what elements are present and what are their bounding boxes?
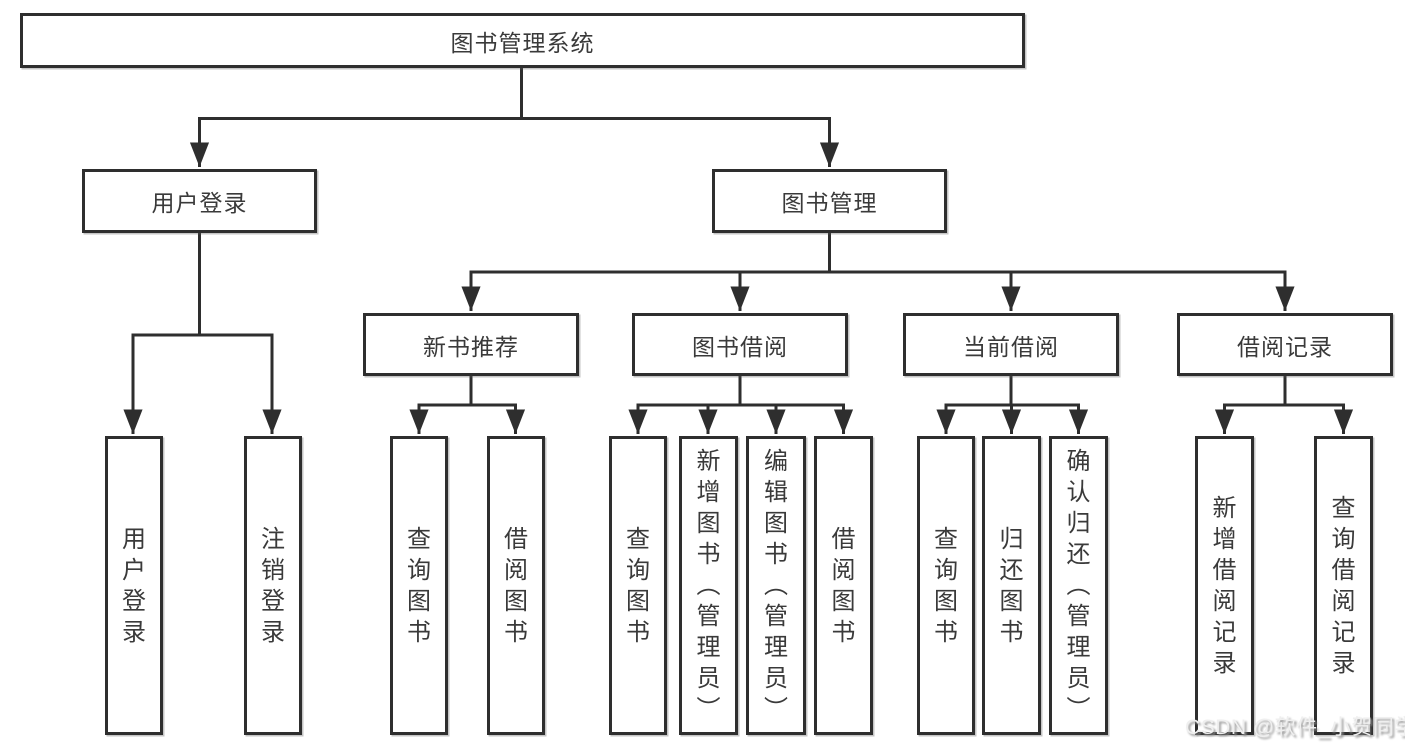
node-current-borrowing: 当前借阅 <box>903 313 1119 376</box>
node-label: 查询借阅记录 <box>1331 494 1356 677</box>
node-label: 查询图书 <box>407 525 431 646</box>
node-label: 编辑图书︵管理员︶ <box>764 448 788 723</box>
node-label: 新增图书︵管理员︶ <box>696 448 721 723</box>
node-label: 借阅图书 <box>504 525 528 646</box>
node-label: 图书借阅 <box>692 333 788 360</box>
node-label: 图书管理系统 <box>450 29 595 56</box>
node-label: 借阅图书 <box>831 525 856 646</box>
node-leaf-user-login: 用户登录 <box>105 436 163 735</box>
node-label: 用户登录 <box>122 525 146 646</box>
node-leaf-query-books-recommend: 查询图书 <box>390 436 448 735</box>
node-leaf-edit-books-admin: 编辑图书︵管理员︶ <box>746 436 806 735</box>
node-library-management-system: 图书管理系统 <box>20 13 1025 68</box>
node-label: 查询图书 <box>934 525 958 646</box>
node-label: 用户登录 <box>151 190 248 216</box>
node-leaf-add-books-admin: 新增图书︵管理员︶ <box>679 436 738 735</box>
node-label: 注销登录 <box>261 525 285 646</box>
node-new-book-recommendation: 新书推荐 <box>363 313 579 376</box>
node-leaf-borrow-books: 借阅图书 <box>814 436 873 735</box>
node-leaf-logout: 注销登录 <box>244 436 302 735</box>
node-leaf-query-borrow-record: 查询借阅记录 <box>1314 436 1373 735</box>
node-label: 归还图书 <box>999 525 1024 646</box>
node-label: 图书管理 <box>781 190 878 216</box>
node-book-borrowing: 图书借阅 <box>632 313 848 376</box>
node-leaf-query-books-current: 查询图书 <box>917 436 975 735</box>
node-label: 查询图书 <box>626 525 650 646</box>
node-label: 新书推荐 <box>423 333 519 360</box>
node-label: 新增借阅记录 <box>1212 494 1237 677</box>
node-borrowing-records: 借阅记录 <box>1177 313 1393 376</box>
node-leaf-return-books: 归还图书 <box>982 436 1041 735</box>
node-leaf-query-books-borrow: 查询图书 <box>609 436 667 735</box>
node-user-login: 用户登录 <box>82 169 317 233</box>
node-label: 确认归还︵管理员︶ <box>1066 448 1091 723</box>
node-label: 借阅记录 <box>1237 333 1333 360</box>
node-leaf-add-borrow-record: 新增借阅记录 <box>1195 436 1254 735</box>
node-leaf-confirm-return-admin: 确认归还︵管理员︶ <box>1049 436 1108 735</box>
node-book-management: 图书管理 <box>712 169 947 233</box>
node-label: 当前借阅 <box>963 333 1059 360</box>
csdn-watermark: CSDN @软件_小贺同学 <box>1185 716 1405 739</box>
node-leaf-borrow-books-recommend: 借阅图书 <box>487 436 545 735</box>
